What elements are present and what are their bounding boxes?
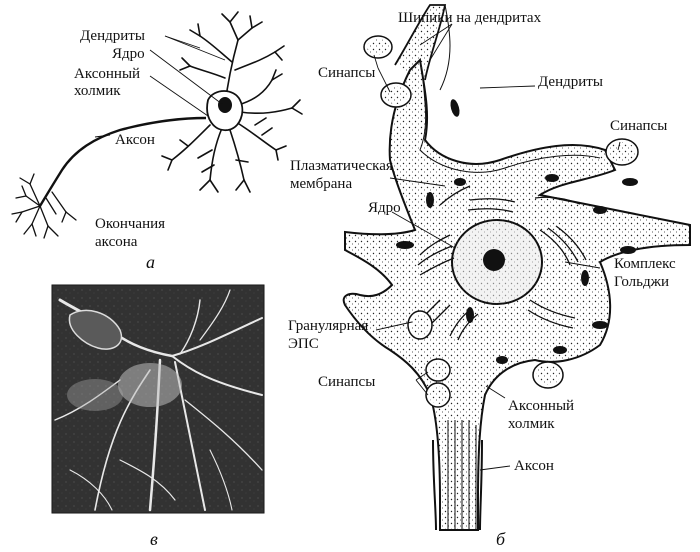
panel-b-label-spines: Шипики на дендритах (398, 10, 542, 26)
panel-b-label-hillock-1: Аксонный (508, 398, 574, 414)
panel-b-label-dendrites: Дендриты (538, 74, 603, 90)
panel-b-label-hillock-2: холмик (508, 416, 555, 432)
panel-v-letter: в (150, 529, 158, 549)
panel-b-label-er-1: Гранулярная (288, 318, 368, 334)
panel-b-label-plasma-2: мембрана (290, 176, 352, 192)
panel-a-nucleus (218, 97, 232, 113)
panel-v-micrograph: в (51, 284, 265, 549)
panel-a-label-terminals-2: аксона (95, 234, 138, 250)
panel-b-label-nucleus: Ядро (368, 200, 401, 216)
panel-b-label-plasma-1: Плазматическая (290, 158, 393, 174)
panel-b-label-synapses-bottom: Синапсы (318, 374, 375, 390)
panel-b-letter: б (496, 529, 506, 549)
panel-b-neuron-detailed: Шипики на дендритах Синапсы Дендриты Син… (288, 4, 691, 549)
panel-a-neuron-schematic: Дендриты Ядро Аксонный холмик Аксон Окон… (11, 11, 303, 272)
panel-a-label-axon: Аксон (115, 132, 155, 148)
panel-a-label-hillock-2: холмик (74, 83, 121, 99)
panel-a-letter: а (146, 252, 155, 272)
panel-b-label-synapses-right: Синапсы (610, 118, 667, 134)
panel-b-label-golgi-1: Комплекс (614, 256, 676, 272)
panel-a-label-dendrites: Дендриты (80, 28, 145, 44)
panel-b-label-axon: Аксон (514, 458, 554, 474)
panel-a-label-hillock-1: Аксонный (74, 66, 140, 82)
panel-a-label-nucleus: Ядро (112, 46, 145, 62)
panel-b-label-er-2: ЭПС (288, 336, 319, 352)
panel-b-nucleolus (483, 249, 505, 271)
panel-b-label-synapses-top: Синапсы (318, 65, 375, 81)
panel-b-label-golgi-2: Гольджи (614, 274, 669, 290)
panel-a-label-terminals-1: Окончания (95, 216, 165, 232)
